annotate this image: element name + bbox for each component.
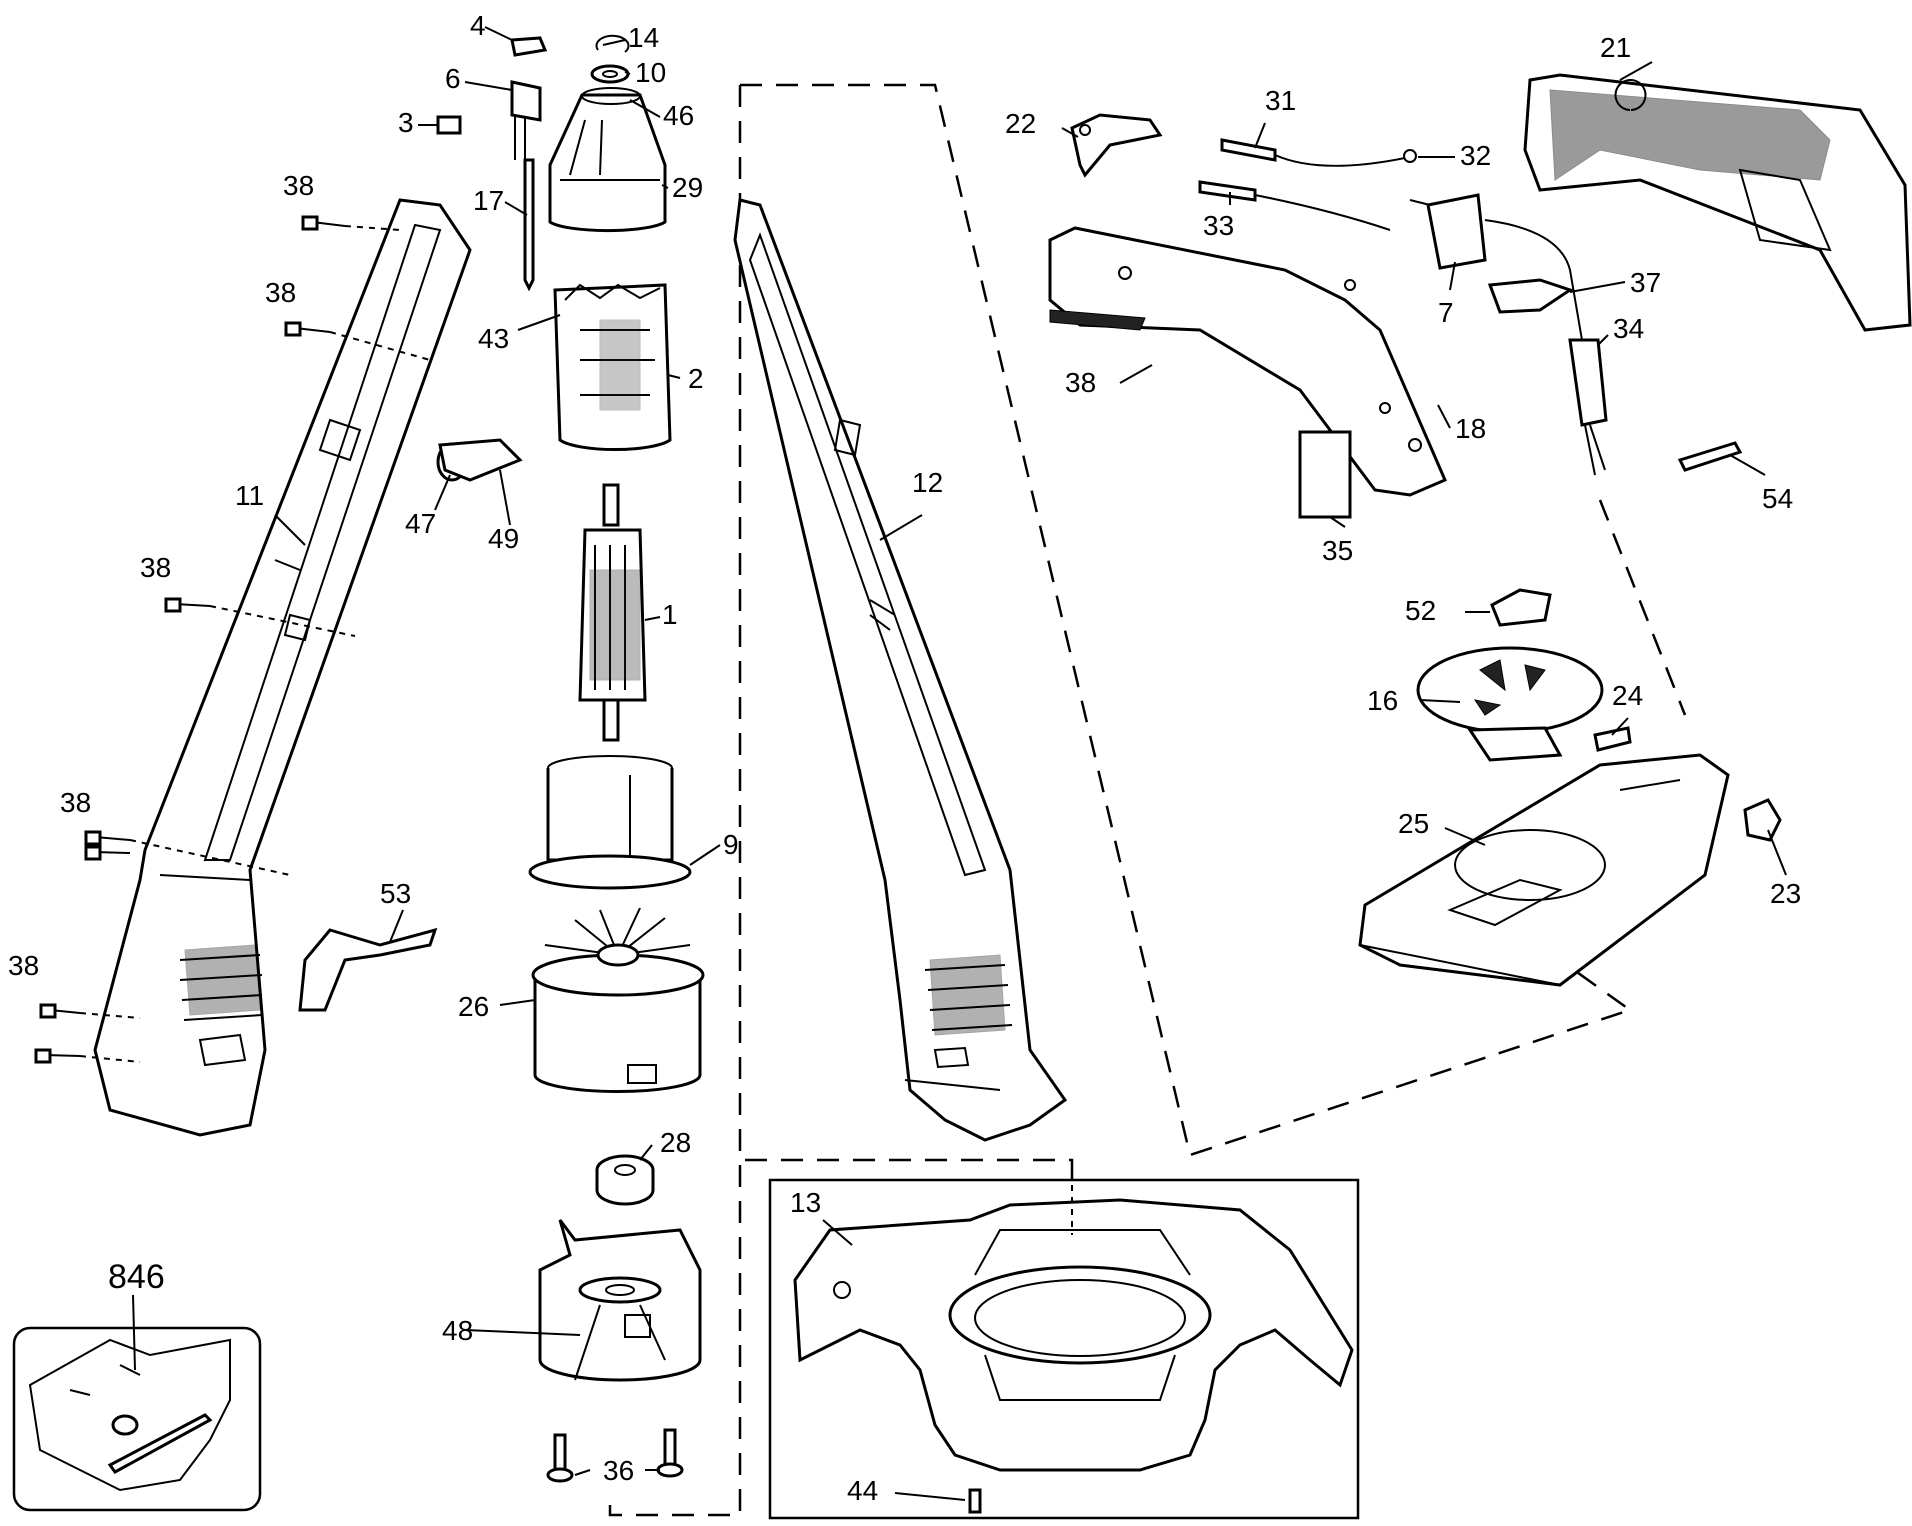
clip-4 [510,36,548,57]
fan-26 [531,907,705,1093]
label-1: 1 [662,599,678,630]
brush-holder-49 [438,438,523,482]
label-26: 26 [458,991,489,1022]
brush-holder-6 [510,80,542,160]
label-4: 4 [470,10,486,41]
label-22: 22 [1005,108,1036,139]
label-24: 24 [1612,680,1643,711]
cover-25 [1358,753,1730,987]
screw-38-c [164,597,356,637]
label-14: 14 [628,22,659,53]
label-32: 32 [1460,140,1491,171]
label-46: 46 [663,100,694,131]
screw-36 [546,1428,684,1483]
label-38-a: 38 [283,170,314,201]
screw-17 [523,158,535,292]
label-38-f: 38 [1065,367,1096,398]
label-38-d: 38 [60,787,91,818]
label-846: 846 [108,1258,165,1296]
bearing-28 [595,1154,655,1206]
dashed-frame-guard [745,1158,1074,1185]
guard-frame [768,1178,1360,1520]
clamp-37 [1487,278,1574,314]
terminal-31 [1220,138,1417,167]
label-54: 54 [1762,483,1793,514]
label-16: 16 [1367,685,1398,716]
label-25: 25 [1398,808,1429,839]
baffle-9 [528,755,692,890]
label-3: 3 [398,107,414,138]
cap-52 [1490,588,1552,627]
label-28: 28 [660,1127,691,1158]
label-21: 21 [1600,32,1631,63]
screw-44 [968,1488,982,1514]
guard-13 [793,1185,1354,1472]
retaining-ring-14 [595,34,630,53]
label-33: 33 [1203,210,1234,241]
spool-16 [1416,646,1604,762]
label-43: 43 [478,323,509,354]
label-23: 23 [1770,878,1801,909]
lever-22 [1070,113,1163,178]
terminal-33 [1198,180,1391,231]
screw-38-e [34,1003,141,1064]
label-11: 11 [235,480,264,511]
field-coil-43 [553,283,672,452]
label-37: 37 [1630,267,1661,298]
label-7: 7 [1438,297,1454,328]
leader-lines [132,26,1787,1501]
label-49: 49 [488,523,519,554]
spool-housing-48 [538,1219,702,1382]
dashed-outline-bottom-left [608,85,742,1517]
label-10: 10 [635,57,666,88]
housing-half-right [733,198,1068,1142]
label-17: 17 [473,185,504,216]
label-44: 44 [847,1475,878,1506]
screw-38-d [84,830,291,876]
end-bracket-29 [548,87,667,233]
label-34: 34 [1613,313,1644,344]
label-35 [1298,430,1352,519]
switch-7 [1409,193,1487,270]
washer-10 [590,64,630,84]
dashed-outline-spool-link [1598,499,1687,716]
armature-1 [578,483,647,742]
screw-38-a [301,215,401,231]
deflector-53 [298,927,438,1012]
label-6: 6 [445,63,461,94]
label-48: 48 [442,1315,473,1346]
label-35: 35 [1322,535,1353,566]
handle-half-21 [1523,73,1912,332]
dashed-outline-right-assembly [740,83,1633,1157]
label-53: 53 [380,878,411,909]
label-12: 12 [912,467,943,498]
screw-38-b [284,321,431,361]
housing-half-left [93,198,472,1137]
label-52: 52 [1405,595,1436,626]
label-2: 2 [688,363,704,394]
pin-54 [1677,441,1743,472]
label-47: 47 [405,508,436,539]
label-38-b: 38 [265,277,296,308]
label-18: 18 [1455,413,1486,444]
label-29: 29 [672,172,703,203]
brush-3 [436,115,462,135]
wing-nut-23 [1743,798,1782,842]
label-38-e: 38 [8,950,39,981]
label-31: 31 [1265,85,1296,116]
parts-bag-846 [12,1326,262,1512]
label-9: 9 [723,829,739,860]
label-13: 13 [790,1187,821,1218]
handle-18 [1048,226,1447,497]
cord-set-34 [1484,219,1608,476]
screw-24 [1593,726,1632,752]
label-36: 36 [603,1455,634,1486]
label-38-c: 38 [140,552,171,583]
